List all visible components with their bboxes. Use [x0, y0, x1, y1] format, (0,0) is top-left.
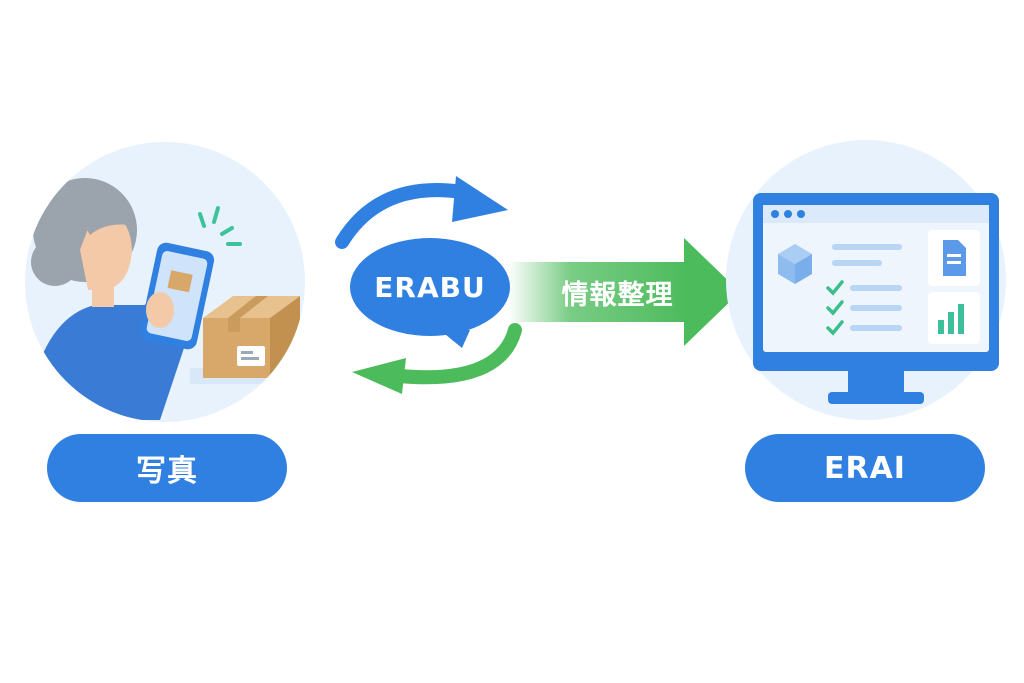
person-photo-illustration	[25, 142, 305, 422]
erai-label: ERAI	[824, 450, 906, 486]
person-hand	[146, 292, 174, 328]
flow-label: 情報整理	[561, 279, 674, 311]
cardboard-box-icon	[203, 296, 300, 378]
flow-arrow	[508, 238, 740, 346]
checkmark-icon	[826, 280, 844, 336]
erai-label-pill: ERAI	[745, 434, 985, 502]
bar-chart-icon	[938, 304, 964, 334]
monitor-dashboard-icon	[753, 193, 999, 404]
erabu-label: ERABU	[374, 270, 486, 304]
cycle-arrows-icon	[335, 176, 522, 394]
erabu-bubble	[350, 238, 510, 348]
monitor-illustration	[726, 140, 1006, 420]
photo-label-pill: 写真	[47, 434, 287, 502]
photo-label: 写真	[136, 454, 198, 489]
document-icon	[943, 240, 966, 276]
sparkle-icon	[198, 206, 242, 246]
